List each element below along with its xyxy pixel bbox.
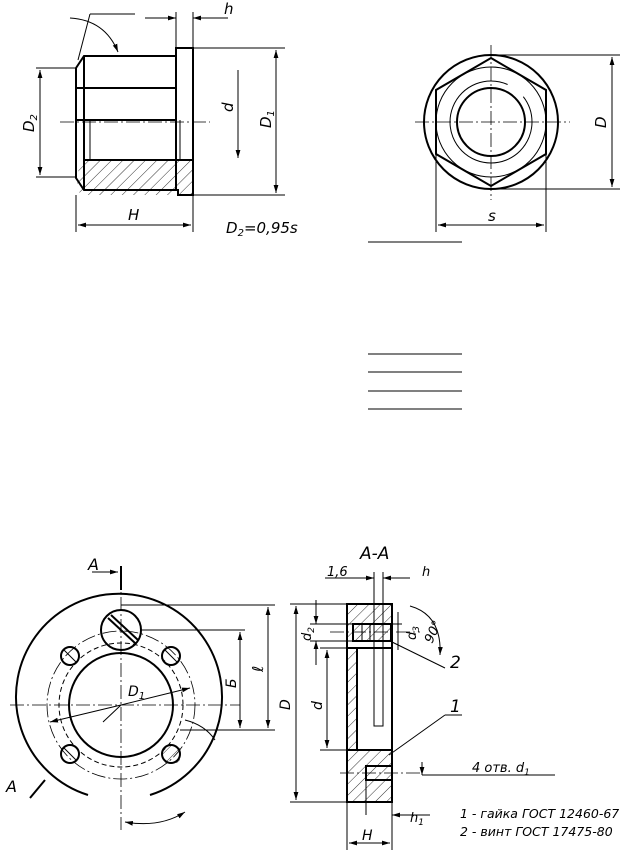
- section-hatch-left: [347, 648, 357, 750]
- outer-circle: [15, 592, 223, 796]
- label-D1: D1: [128, 684, 145, 702]
- hole-section: [162, 745, 180, 763]
- section-hatch-bottom: [347, 750, 392, 802]
- hole-cross: [164, 649, 178, 663]
- hole-3: [60, 744, 80, 764]
- label-D: D: [278, 699, 294, 710]
- chamfer-angle-arc: [69, 17, 119, 53]
- label-1-6: 1,6: [327, 565, 348, 580]
- nut-outline: [75, 47, 194, 196]
- section-title: A-A: [359, 544, 389, 564]
- assembly-front-view: [10, 566, 275, 830]
- label-h: h: [422, 565, 430, 580]
- leader-D1-left: [49, 704, 122, 723]
- label-h: h: [224, 0, 234, 18]
- screw-slot: [107, 617, 136, 644]
- label-b: Б: [224, 678, 240, 688]
- nut-side-view: [36, 12, 285, 232]
- screw-slot-2: [110, 614, 139, 641]
- label-l: ℓ: [249, 666, 267, 673]
- nut-section-hatch: [76, 160, 178, 195]
- section-A-A: [290, 572, 555, 850]
- leader-D1-right: [120, 687, 191, 706]
- label-A-top: A: [87, 555, 99, 574]
- hole-cross: [63, 747, 77, 761]
- hole-2: [161, 646, 181, 666]
- label-D2: D2: [20, 114, 40, 132]
- label-d: d: [219, 102, 237, 112]
- hole-cross: [63, 649, 77, 663]
- leader-small: [102, 704, 122, 723]
- legend-1: 1 - гайка ГОСТ 12460-67: [460, 806, 619, 821]
- label-s: s: [488, 207, 496, 225]
- leader-1: [388, 714, 446, 756]
- label-angle: 90°: [422, 618, 445, 645]
- chamfer-leader-2: [77, 13, 91, 61]
- holes-note: 4 отв. d1: [472, 761, 530, 778]
- nut-top-view: [415, 45, 620, 232]
- label-d: d: [310, 701, 326, 710]
- rotation-arc: [124, 811, 186, 826]
- screw-body: [352, 623, 392, 642]
- hole-1: [60, 646, 80, 666]
- legend-2: 2 - винт ГОСТ 17475-80: [460, 824, 613, 839]
- label-H: H: [128, 206, 139, 224]
- callout-1: 1: [450, 697, 461, 717]
- formula-D2: D2=0,95s: [226, 219, 298, 239]
- label-D1: D1: [257, 110, 277, 128]
- label-D: D: [592, 116, 610, 128]
- blank-table-lines: [368, 241, 462, 410]
- label-h1: h1: [410, 811, 424, 828]
- label-d3: d3: [405, 626, 422, 640]
- label-H: H: [362, 828, 373, 844]
- label-A-bottom: A: [5, 777, 17, 796]
- label-d2: d2: [300, 627, 317, 641]
- section-mark-bottom: [29, 779, 46, 799]
- leader-2: [391, 641, 446, 669]
- callout-2: 2: [450, 653, 461, 673]
- flange-section-hatch: [178, 160, 193, 195]
- break-line: [184, 719, 216, 741]
- angle-arc: [409, 605, 443, 656]
- slot-channel: [373, 603, 384, 727]
